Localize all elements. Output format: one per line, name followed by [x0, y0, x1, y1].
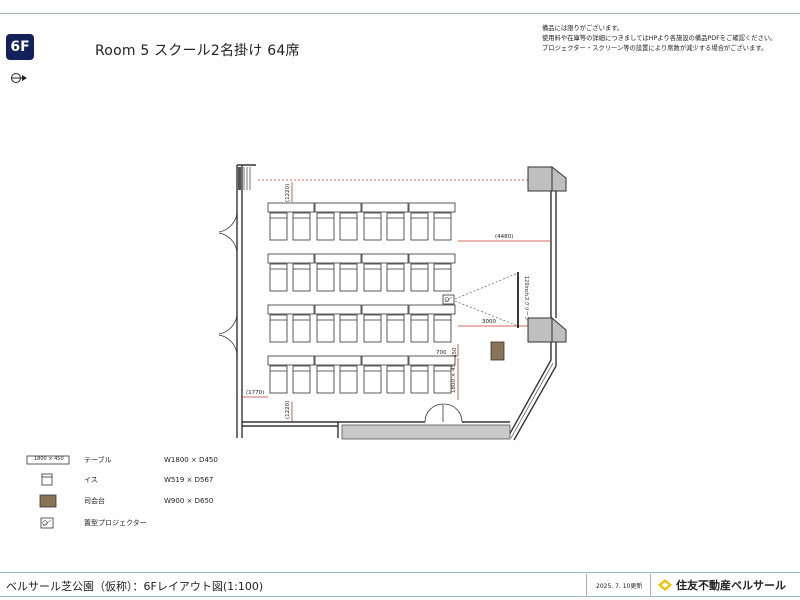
chair [363, 263, 382, 292]
table [267, 202, 315, 213]
table [314, 253, 362, 264]
chair [339, 365, 358, 394]
table [408, 253, 456, 264]
chair-icon [41, 473, 53, 486]
chair [292, 212, 311, 241]
chair [316, 314, 335, 343]
chair [269, 314, 288, 343]
note-line: 使用料や在庫等の詳細につきましてはHPより各施設の備品PDFをご確認ください。 [542, 35, 777, 42]
chair [292, 314, 311, 343]
floor-badge: 6F [6, 34, 34, 60]
bottom-door [424, 403, 463, 423]
legend-label: イス [84, 476, 98, 484]
updated-date: 2025. 7. 10更新 [596, 583, 643, 590]
storage-area [341, 424, 511, 440]
stage-width-label: (4480) [495, 234, 513, 240]
table [314, 304, 362, 315]
chair [410, 212, 429, 241]
chair [363, 314, 382, 343]
footer-title: ベルサール芝公園（仮称）：6Fレイアウト図(1:100) [6, 580, 264, 593]
table [361, 202, 409, 213]
chair [316, 263, 335, 292]
chair [363, 212, 382, 241]
seating-area [267, 202, 456, 394]
chair [386, 314, 405, 343]
projector-distance-label: 3000 [482, 319, 496, 325]
table [314, 202, 362, 213]
chair [433, 365, 452, 394]
screen: 120inchスクリーン [517, 272, 529, 328]
front-gap-label: (1220) [285, 184, 291, 202]
chair [433, 314, 452, 343]
chair [433, 263, 452, 292]
table-icon [26, 455, 70, 465]
chair [269, 263, 288, 292]
note-line: 備品には限りがございます。 [542, 25, 624, 32]
table-size-label: 1800 × 450 [451, 360, 457, 393]
chair [292, 263, 311, 292]
brand-logo: 住友不動産ベルサール [658, 577, 786, 593]
chair [339, 263, 358, 292]
screen-label: 120inchスクリーン [523, 276, 529, 321]
table [408, 355, 456, 366]
chair [269, 365, 288, 394]
brand-diamond-icon [658, 579, 672, 591]
chair [386, 263, 405, 292]
chair [386, 212, 405, 241]
chair [363, 365, 382, 394]
chair [410, 314, 429, 343]
table [267, 355, 315, 366]
note-line: プロジェクター・スクリーン等の設置により席数が減少する場合がございます。 [542, 45, 768, 52]
projector-icon [442, 294, 455, 305]
table [267, 253, 315, 264]
dimension-labels: (1220) (4480) 3000 700 650 1800 × 450 (1… [246, 184, 513, 419]
left-doors [218, 212, 238, 355]
legend-label: テーブル [84, 456, 112, 464]
podium-icon [490, 341, 505, 361]
chair [316, 365, 335, 394]
table [361, 355, 409, 366]
chair [386, 365, 405, 394]
table [361, 253, 409, 264]
projector-icon [40, 517, 54, 529]
legend-label: 司会台 [84, 497, 105, 505]
chair [339, 212, 358, 241]
table [408, 202, 456, 213]
pillars [527, 165, 567, 343]
brand-name: 住友不動産ベルサール [676, 579, 786, 592]
legend-dimension: W519 × D567 [164, 476, 214, 484]
rear-gap-label: (1220) [285, 401, 291, 419]
legend-dimension: W1800 × D450 [164, 456, 218, 464]
chair [410, 365, 429, 394]
footer-divider [586, 574, 587, 596]
room-walls [236, 164, 557, 441]
room-title: Room 5 スクール2名掛け 64席 [95, 43, 300, 59]
table [361, 304, 409, 315]
chair [316, 212, 335, 241]
aisle-gap-label: 650 [452, 347, 458, 358]
legend-table-symbol-text: 1800 × 450 [34, 456, 64, 462]
dimension-lines [242, 179, 551, 422]
footer-divider [650, 574, 651, 596]
footer-rule [0, 596, 800, 597]
chair [292, 365, 311, 394]
chair [269, 212, 288, 241]
chair [410, 263, 429, 292]
podium-icon [39, 494, 57, 508]
legend-dimension: W900 × D650 [164, 497, 214, 505]
footer-rule [0, 572, 800, 573]
header-rule [0, 13, 800, 14]
left-gap-label: (1770) [246, 390, 264, 396]
aisle-width-label: 700 [436, 350, 447, 356]
table [314, 355, 362, 366]
north-arrow-icon [11, 73, 27, 83]
chair [339, 314, 358, 343]
projection-beams [454, 272, 519, 327]
chair [433, 212, 452, 241]
notes-block: 備品には限りがございます。 使用料や在庫等の詳細につきましてはHPより各施設の備… [542, 24, 776, 54]
table [408, 304, 456, 315]
legend-label: 置型プロジェクター [84, 519, 147, 527]
table [267, 304, 315, 315]
